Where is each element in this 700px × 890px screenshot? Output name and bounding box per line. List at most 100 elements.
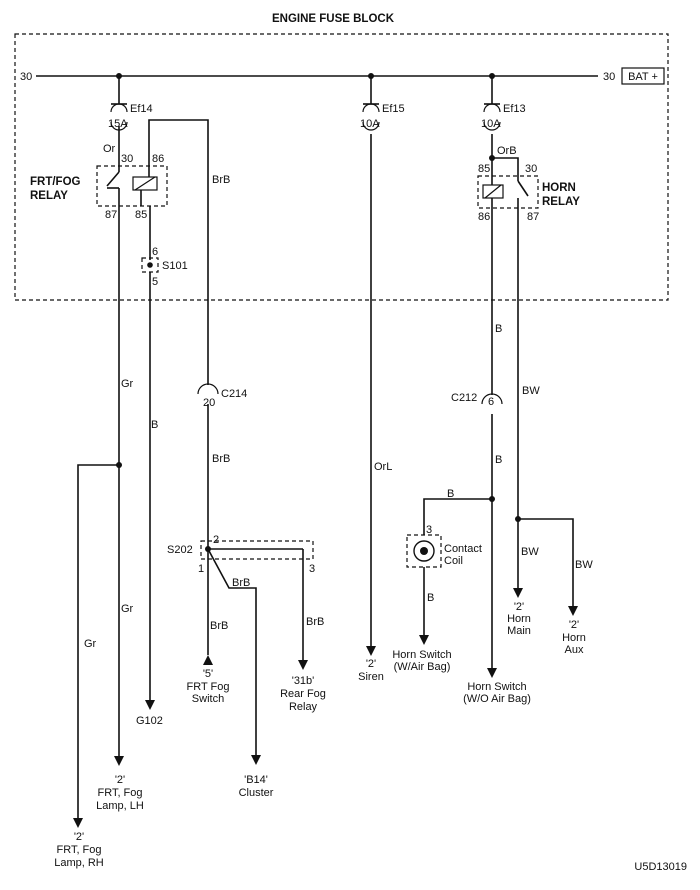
wire-brb-label-4: BrB: [210, 620, 228, 632]
fog-lamp-lh-line2: Lamp, LH: [96, 800, 144, 812]
c212-pin: 6: [488, 396, 494, 408]
horn-main-line1: Horn: [507, 613, 531, 625]
ef15-name: Ef15: [382, 103, 405, 115]
wire-b-label-horn-1: B: [495, 323, 502, 335]
fog-lamp-rh-ref: '2': [74, 831, 84, 843]
fog-relay-pin87: 87: [105, 209, 117, 221]
horn-switch-airbag-line2: (W/Air Bag): [394, 661, 451, 673]
cluster-ref: 'B14': [244, 774, 268, 786]
contact-coil-line2: Coil: [444, 555, 463, 567]
fog-lamp-lh-arrow: [114, 756, 124, 766]
wire-bw-aux: [518, 518, 574, 606]
diagram-title: ENGINE FUSE BLOCK: [272, 13, 395, 25]
bus-right-number: 30: [603, 71, 615, 83]
wire-bw-label-2: BW: [521, 546, 539, 558]
horn-relay-pin87: 87: [527, 211, 539, 223]
wire-bw-label-1: BW: [522, 385, 540, 397]
fog-switch-line2: Switch: [192, 693, 224, 705]
ef13-rating: 10A: [481, 118, 501, 130]
siren-arrow: [366, 646, 376, 656]
wire-gr-label-1: Gr: [121, 378, 134, 390]
wire-b-label-horn-2: B: [495, 454, 502, 466]
c214-pin: 20: [203, 397, 215, 409]
fog-relay-label-2: RELAY: [30, 190, 68, 202]
connector-c212: 6 C212: [451, 392, 503, 408]
ef14-name: Ef14: [130, 103, 153, 115]
frt-fog-relay: 30 86 87 85: [96, 153, 168, 221]
horn-main-ref: '2': [514, 601, 524, 613]
s101-pin-top: 6: [152, 246, 158, 258]
horn-aux-line2: Aux: [565, 644, 584, 656]
horn-aux-ref: '2': [569, 619, 579, 631]
fog-lamp-rh-arrow: [73, 818, 83, 828]
wire-b-label-horn-4: B: [427, 592, 434, 604]
contact-coil-pin: 3: [426, 524, 432, 536]
c212-name: C212: [451, 392, 477, 404]
horn-relay: 85 30 86 87: [477, 163, 539, 223]
horn-main-arrow: [513, 588, 523, 598]
figure-id: U5D13019: [634, 861, 687, 873]
horn-aux-line1: Horn: [562, 632, 586, 644]
wire-or-label: Or: [103, 143, 116, 155]
wire-b-contact-coil: [423, 498, 492, 535]
rear-fog-relay-ref: '31b': [292, 675, 315, 687]
ef15-rating: 10A: [360, 118, 380, 130]
wire-brb-label-5: BrB: [306, 616, 324, 628]
splice-s101: 6 S101 5: [141, 246, 188, 288]
contact-coil: 3 Contact Coil: [406, 524, 482, 568]
horn-relay-label-2: RELAY: [542, 196, 580, 208]
g102-arrow: [145, 700, 155, 710]
wire-bw-label-3: BW: [575, 559, 593, 571]
fog-relay-label-1: FRT/FOG: [30, 176, 81, 188]
rear-fog-relay-line2: Relay: [289, 701, 318, 713]
splice-s202: 2 1 3 S202: [167, 534, 315, 575]
fog-switch-ref: '5': [203, 668, 213, 680]
wire-gr-label-2: Gr: [121, 603, 134, 615]
s202-pin3: 3: [309, 563, 315, 575]
wire-brb-label-1: BrB: [212, 174, 230, 186]
wire-brb-cluster: [207, 548, 257, 755]
horn-relay-label-1: HORN: [542, 182, 576, 194]
fog-relay-pin85: 85: [135, 209, 147, 221]
fog-switch-line1: FRT Fog: [187, 681, 230, 693]
horn-aux-arrow: [568, 606, 578, 616]
fog-switch-arrow: [203, 655, 213, 665]
wire-brb-upper: [148, 119, 209, 385]
wire-b-label-ground: B: [151, 419, 158, 431]
horn-relay-pin85: 85: [478, 163, 490, 175]
horn-main-line2: Main: [507, 625, 531, 637]
wire-brb-label-3: BrB: [232, 577, 250, 589]
s202-name: S202: [167, 544, 193, 556]
fog-relay-pin30: 30: [121, 153, 133, 165]
s101-name: S101: [162, 260, 188, 272]
wire-orb-30: [492, 157, 519, 176]
fuse-ef15: Ef15 10A: [360, 76, 405, 131]
battery-terminal-box: [621, 67, 665, 85]
fog-lamp-lh-ref: '2': [115, 774, 125, 786]
fuse-block-frame: [14, 33, 669, 301]
horn-switch-no-airbag-line1: Horn Switch: [467, 681, 526, 693]
wire-brb-label-2: BrB: [212, 453, 230, 465]
fog-lamp-rh-line2: Lamp, RH: [54, 857, 104, 869]
battery-terminal-label: BAT +: [628, 71, 658, 83]
horn-switch-no-airbag-arrow: [487, 668, 497, 678]
rear-fog-relay-arrow: [298, 660, 308, 670]
fog-lamp-rh-line1: FRT, Fog: [56, 844, 101, 856]
g102-label: G102: [136, 715, 163, 727]
wire-orb-label: OrB: [497, 145, 517, 157]
fuse-ef13: Ef13 10A: [481, 76, 526, 131]
horn-switch-airbag-arrow: [419, 635, 429, 645]
bus-left-number: 30: [20, 71, 32, 83]
siren-ref: '2': [366, 658, 376, 670]
wire-gr-branch: [77, 464, 119, 818]
horn-relay-pin30: 30: [525, 163, 537, 175]
ef14-rating: 15A: [108, 118, 128, 130]
horn-switch-no-airbag-line2: (W/O Air Bag): [463, 693, 531, 705]
fog-lamp-lh-line1: FRT, Fog: [97, 787, 142, 799]
c214-name: C214: [221, 388, 247, 400]
siren-line1: Siren: [358, 671, 384, 683]
fuse-ef14: Ef14 15A: [108, 76, 153, 140]
cluster-arrow: [251, 755, 261, 765]
horn-relay-pin86: 86: [478, 211, 490, 223]
